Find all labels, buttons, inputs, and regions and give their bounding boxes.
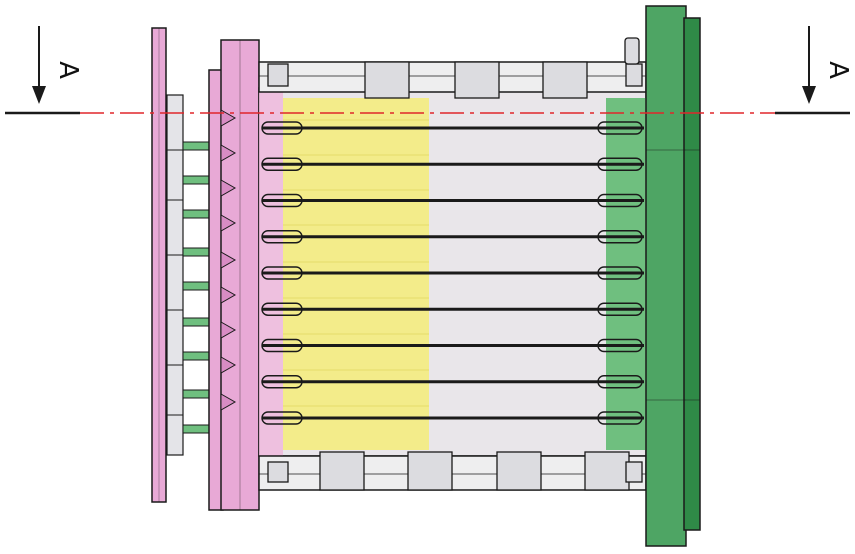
pink-manifold-teeth	[220, 109, 237, 411]
green-plate-ribs	[646, 149, 700, 401]
tube-inlet-loop	[261, 338, 303, 353]
tube-inlet-loop	[261, 375, 303, 389]
section-label-left: A	[53, 61, 83, 79]
tube-row	[261, 193, 644, 208]
top-frame-rail	[258, 61, 647, 93]
tube-inlet-loop	[261, 121, 303, 135]
tube-outlet-loop	[597, 411, 643, 425]
tube-row	[261, 375, 644, 389]
tube-row	[261, 157, 644, 171]
section-arrow-down-icon	[802, 26, 816, 104]
tube-outlet-loop	[597, 193, 643, 208]
top-right-pin	[624, 37, 640, 65]
green-header-plate	[645, 5, 687, 547]
section-label-right: A	[823, 61, 853, 79]
tube-row	[261, 302, 644, 316]
tube-outlet-loop	[597, 157, 643, 171]
tube-inlet-loop	[261, 230, 303, 244]
tube-row	[261, 266, 644, 280]
top-rail-slots	[267, 61, 643, 99]
tube-outlet-loop	[597, 302, 643, 316]
spacer-ribs	[167, 149, 183, 416]
tube-row	[261, 230, 644, 244]
spacer-column	[166, 94, 184, 456]
tube-row	[261, 411, 644, 425]
tube-inlet-loop	[261, 411, 303, 425]
tube-outlet-loop	[597, 121, 643, 135]
tube-outlet-loop	[597, 375, 643, 389]
tube-outlet-loop	[597, 266, 643, 280]
tube-row	[261, 121, 644, 135]
tube-row	[261, 338, 644, 353]
tube-outlet-loop	[597, 230, 643, 244]
tube-inlet-loop	[261, 302, 303, 316]
manifold-connectors	[182, 141, 212, 434]
bottom-rail-slots	[267, 451, 643, 491]
section-arrow-down-icon	[32, 26, 46, 104]
tube-group	[261, 121, 644, 425]
tube-inlet-loop	[261, 157, 303, 171]
tube-inlet-loop	[261, 193, 303, 208]
tube-outlet-loop	[597, 338, 643, 353]
green-back-plate	[683, 17, 701, 531]
yellow-zone-hatching	[283, 119, 429, 407]
tube-inlet-loop	[261, 266, 303, 280]
